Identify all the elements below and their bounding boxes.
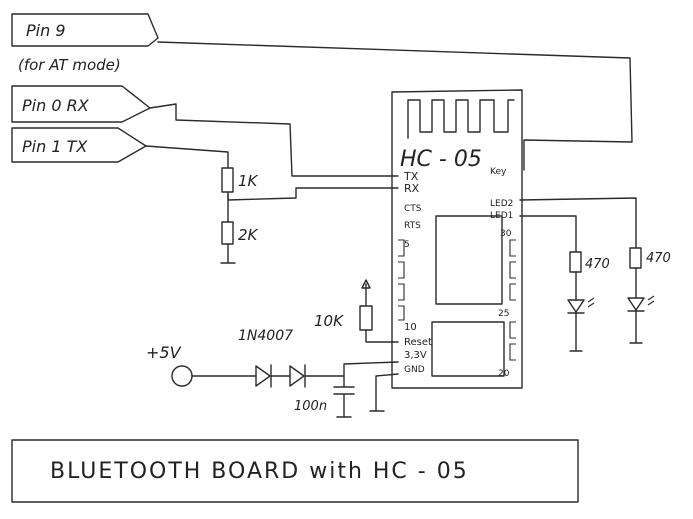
hc05-chip-block [435,215,503,305]
pin-cts: CTS [404,204,422,214]
pin-10: 10 [404,322,417,333]
hc05-module: HC - 05 TX RX CTS RTS 5 10 Reset 3,3V GN… [391,89,523,389]
pin-25: 25 [498,309,509,319]
connector-pin1: Pin 1 TX [11,127,147,163]
resistor-1k-label: 1K [238,172,259,190]
resistor-2k-label: 2K [238,226,259,244]
hc05-flash-block [431,321,505,377]
wire-pin9-key [157,41,633,171]
hc05-outline [391,89,523,389]
diode-1 [255,364,272,388]
led2 [627,295,655,312]
pin-3v3: 3,3V [404,350,427,361]
resistor-470-led2-label: 470 [646,251,671,266]
wire-pin1-divider [145,145,229,169]
resistor-470-led1: 470 [569,251,610,273]
hc05-antenna [407,99,515,139]
resistor-470-led1-label: 470 [585,257,610,272]
resistor-470-led2: 470 [629,247,671,269]
wire-gnd [369,373,399,412]
pin-reset: Reset [404,337,432,348]
wire-pin0-tx [149,103,399,177]
pin-led1: LED1 [490,211,513,221]
connector-pin9: Pin 9 [11,13,159,47]
connector-pin9-label: Pin 9 [26,21,66,40]
resistor-2k: 2K [221,221,259,245]
pin-5: 5 [404,240,410,250]
wire-led1 [519,215,577,253]
hc05-name: HC - 05 [400,147,482,172]
pin-rx: RX [404,182,420,195]
pin-rts: RTS [404,221,421,231]
resistor-1k: 1K [221,167,259,193]
diagram-title: BLUETOOTH BOARD with HC - 05 [50,459,469,484]
pin-20: 20 [498,369,510,379]
pin-key: Key [490,167,507,177]
pin-30: 30 [500,229,512,239]
connector-pin0-label: Pin 0 RX [22,96,90,115]
pin-led2: LED2 [490,199,513,209]
connector-pin9-note: (for AT mode) [18,56,121,74]
title-box: BLUETOOTH BOARD with HC - 05 [11,439,579,503]
wire-3v3 [304,361,399,377]
capacitor-100n: 100n [294,375,355,418]
connector-pin0: Pin 0 RX [11,85,151,123]
wire-reset [365,329,399,343]
supply-label: +5V [146,343,182,362]
resistor-10k: 10K [314,279,373,331]
led1 [567,297,595,314]
resistor-10k-label: 10K [314,312,344,330]
pin-gnd: GND [404,365,425,375]
diode-2 [289,364,306,388]
connector-pin1-label: Pin 1 TX [22,137,88,156]
capacitor-label: 100n [294,399,327,414]
pin-tx: TX [403,170,419,183]
divider-ground [220,243,236,264]
diodes-label: 1N4007 [238,328,293,344]
wire-led2 [519,197,637,249]
supply-terminal: +5V [146,343,193,387]
